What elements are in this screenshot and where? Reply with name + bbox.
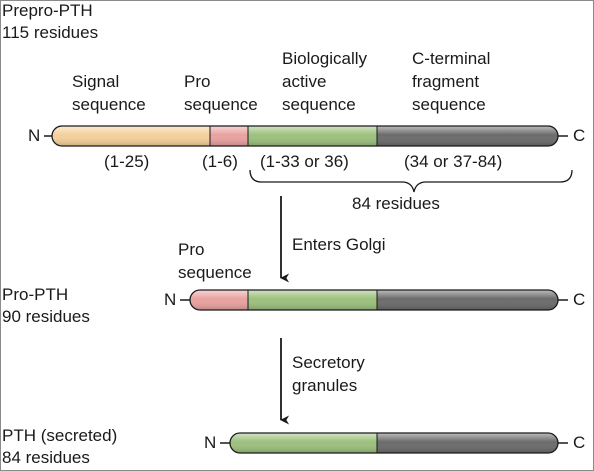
pro-range: (1-6): [202, 152, 238, 171]
prepro-pth-title: Prepro-PTH: [2, 1, 93, 20]
pth-residues: 84 residues: [2, 448, 90, 467]
active-title-line2: active: [282, 72, 327, 91]
c-terminus-2: C: [573, 290, 586, 309]
residues-brace: [249, 169, 573, 193]
prepro-pth-bar: [51, 125, 559, 147]
pth-bar: [229, 432, 559, 454]
pro-stage-label-line2: sequence: [178, 263, 252, 282]
pro-pth-bar: [189, 289, 559, 311]
cterm-title-line2: fragment: [412, 72, 480, 91]
arrow-label-secretory-line1: Secretory: [292, 353, 365, 372]
pro-pth-title: Pro-PTH: [2, 285, 69, 304]
c-terminus-1: C: [573, 126, 586, 145]
active-title-line3: sequence: [282, 95, 356, 114]
signal-title-line1: Signal: [72, 72, 120, 91]
arrow-label-secretory-line2: granules: [292, 376, 358, 395]
bar3-outline: [229, 432, 559, 454]
cterm-title-line1: C-terminal: [412, 49, 491, 68]
arrow-label-golgi: Enters Golgi: [292, 235, 386, 254]
signal-title-line2: sequence: [72, 95, 146, 114]
pth-secreted-title: PTH (secreted): [2, 426, 118, 445]
bar2-outline: [189, 289, 559, 311]
bar3-shine: [230, 433, 558, 453]
brace-label: 84 residues: [352, 194, 440, 213]
bar2-shine: [190, 290, 558, 310]
prepro-pth-residues: 115 residues: [2, 23, 99, 42]
pro-pth-residues: 90 residues: [2, 307, 90, 326]
cterm-title-line3: sequence: [412, 95, 486, 114]
bar1-outline: [51, 125, 559, 147]
cterm-range: (34 or 37-84): [404, 152, 503, 171]
pro-stage-label-line1: Pro: [178, 240, 205, 259]
bar1-shine: [52, 126, 558, 146]
pro-title-line2: sequence: [184, 95, 258, 114]
n-terminus-2: N: [164, 290, 177, 309]
n-terminus-3: N: [204, 433, 217, 452]
signal-range: (1-25): [104, 152, 150, 171]
pro-title-line1: Pro: [184, 72, 211, 91]
c-terminus-3: C: [573, 433, 586, 452]
active-title-line1: Biologically: [282, 49, 368, 68]
active-range: (1-33 or 36): [260, 152, 349, 171]
n-terminus-1: N: [28, 126, 41, 145]
